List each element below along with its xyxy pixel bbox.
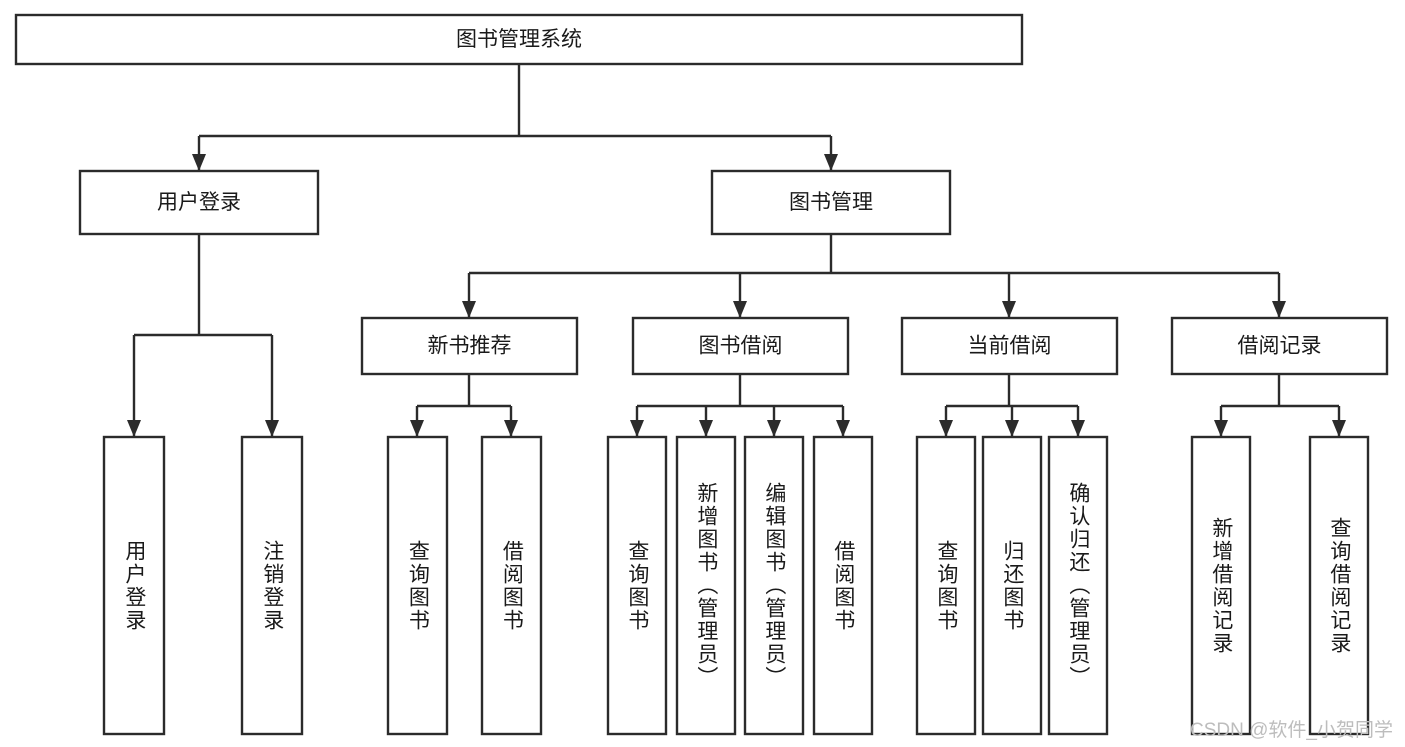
node-leaf-4[interactable] bbox=[606, 435, 668, 736]
arrow-head-icon bbox=[939, 420, 953, 437]
boxes-layer bbox=[14, 13, 1389, 736]
arrow-head-icon bbox=[504, 420, 518, 437]
node-leaf-5[interactable] bbox=[675, 435, 737, 736]
connectors-layer bbox=[127, 64, 1346, 437]
node-level2-1[interactable] bbox=[710, 169, 952, 236]
node-level3-label-0: 新书推荐 bbox=[428, 335, 512, 358]
node-level3-0[interactable] bbox=[360, 316, 579, 376]
arrow-head-icon bbox=[1272, 301, 1286, 318]
arrow-head-icon bbox=[836, 420, 850, 437]
arrow-head-icon bbox=[1214, 420, 1228, 437]
node-level2-0[interactable] bbox=[78, 169, 320, 236]
node-level3-label-3: 借阅记录 bbox=[1238, 335, 1322, 358]
node-leaf-12[interactable] bbox=[1308, 435, 1370, 736]
arrow-head-icon bbox=[1002, 301, 1016, 318]
arrow-head-icon bbox=[192, 154, 206, 171]
node-level3-2[interactable] bbox=[900, 316, 1119, 376]
arrow-head-icon bbox=[630, 420, 644, 437]
arrow-head-icon bbox=[462, 301, 476, 318]
arrow-head-icon bbox=[699, 420, 713, 437]
node-leaf-8[interactable] bbox=[915, 435, 977, 736]
node-level2-label-0: 用户登录 bbox=[157, 191, 241, 214]
node-leaf-11[interactable] bbox=[1190, 435, 1252, 736]
node-leaf-3[interactable] bbox=[480, 435, 543, 736]
node-root[interactable] bbox=[14, 13, 1024, 66]
arrow-head-icon bbox=[127, 420, 141, 437]
arrow-head-icon bbox=[824, 154, 838, 171]
arrow-head-icon bbox=[767, 420, 781, 437]
node-leaf-2[interactable] bbox=[386, 435, 449, 736]
node-leaf-1[interactable] bbox=[240, 435, 304, 736]
node-leaf-7[interactable] bbox=[812, 435, 874, 736]
arrow-head-icon bbox=[410, 420, 424, 437]
arrow-head-icon bbox=[1005, 420, 1019, 437]
node-root-label: 图书管理系统 bbox=[456, 28, 582, 51]
node-leaf-6[interactable] bbox=[743, 435, 805, 736]
node-level3-3[interactable] bbox=[1170, 316, 1389, 376]
arrow-head-icon bbox=[1071, 420, 1085, 437]
arrow-head-icon bbox=[265, 420, 279, 437]
arrow-head-icon bbox=[1332, 420, 1346, 437]
arrow-head-icon bbox=[733, 301, 747, 318]
node-level3-label-1: 图书借阅 bbox=[699, 335, 783, 358]
node-leaf-9[interactable] bbox=[981, 435, 1043, 736]
node-level3-label-2: 当前借阅 bbox=[968, 335, 1052, 358]
node-leaf-0[interactable] bbox=[102, 435, 166, 736]
node-level3-1[interactable] bbox=[631, 316, 850, 376]
node-level2-label-1: 图书管理 bbox=[789, 191, 873, 214]
node-leaf-10[interactable] bbox=[1047, 435, 1109, 736]
